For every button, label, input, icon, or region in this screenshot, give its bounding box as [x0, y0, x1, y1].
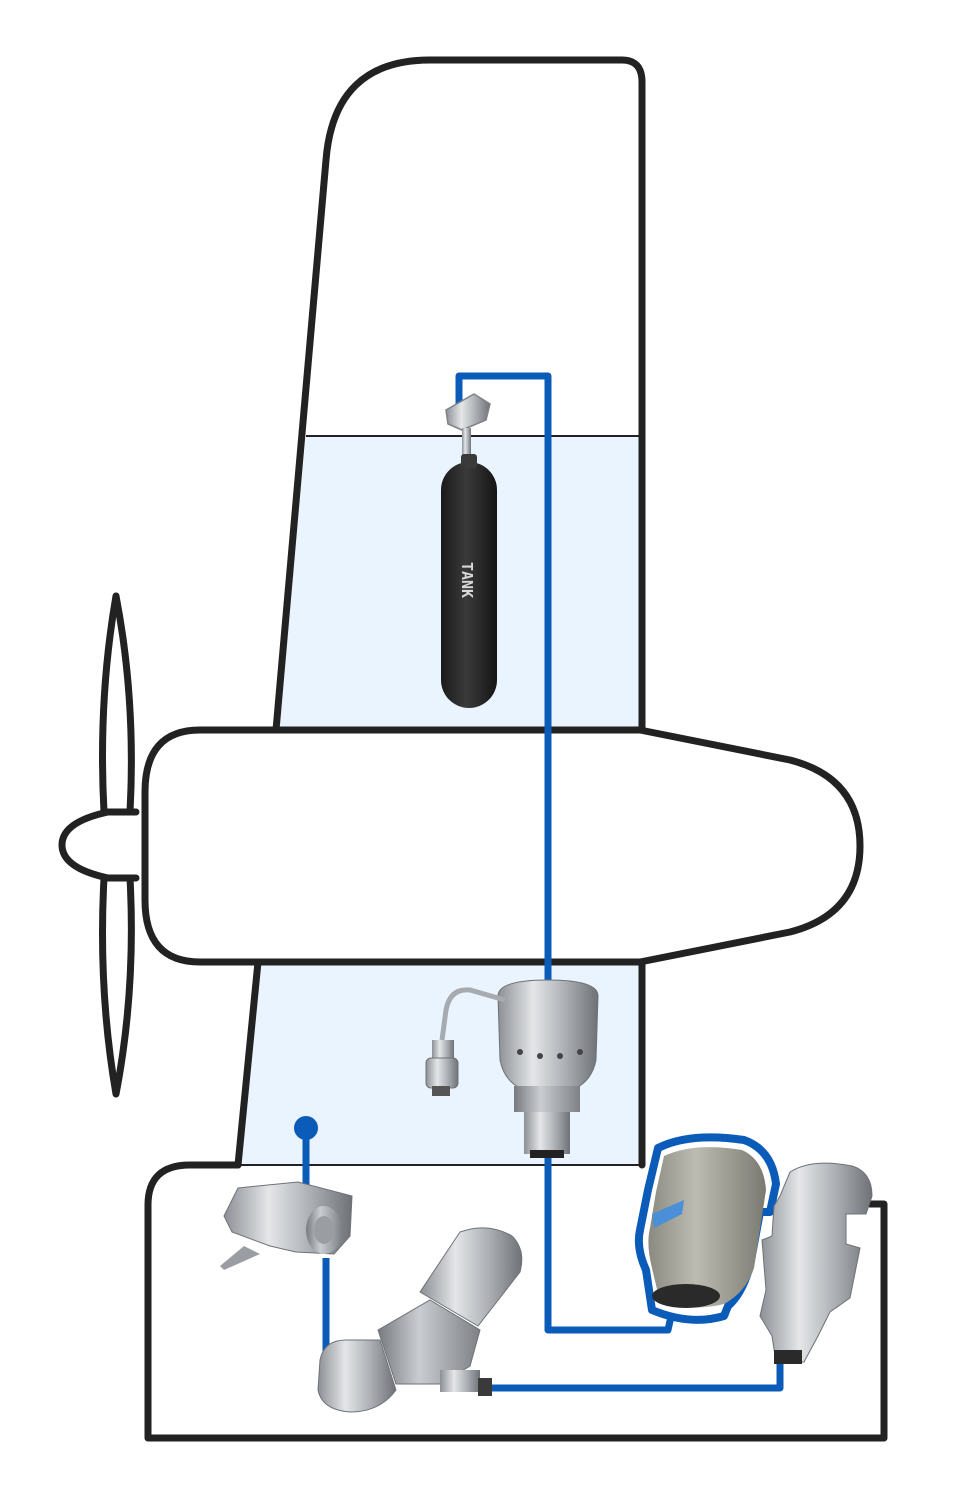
bladder-icon: TANK — [441, 454, 497, 708]
fitting-icon — [445, 393, 491, 466]
pipe-down-to-unit — [544, 1150, 676, 1334]
pipe-top-loop — [455, 372, 552, 982]
bladder-label: TANK — [458, 562, 476, 598]
propeller-blade-bottom — [99, 874, 135, 1098]
valve-icon — [497, 979, 599, 1158]
propeller — [58, 592, 140, 1098]
port-dot-icon — [294, 1116, 318, 1140]
bracket-icon — [220, 1181, 353, 1270]
propeller-blade-top — [99, 592, 135, 816]
pump-icon — [317, 1227, 523, 1413]
pipe-pump-to-right-unit — [488, 1362, 784, 1392]
nacelle-outline — [141, 726, 864, 966]
pipes — [294, 372, 784, 1392]
cylinder-icon — [759, 1162, 873, 1364]
connector-icon — [425, 987, 506, 1096]
base-housing-outline — [144, 1161, 888, 1442]
fin-outline — [234, 56, 646, 1169]
propeller-hub — [58, 808, 140, 882]
cylinder-icon — [634, 1133, 780, 1324]
